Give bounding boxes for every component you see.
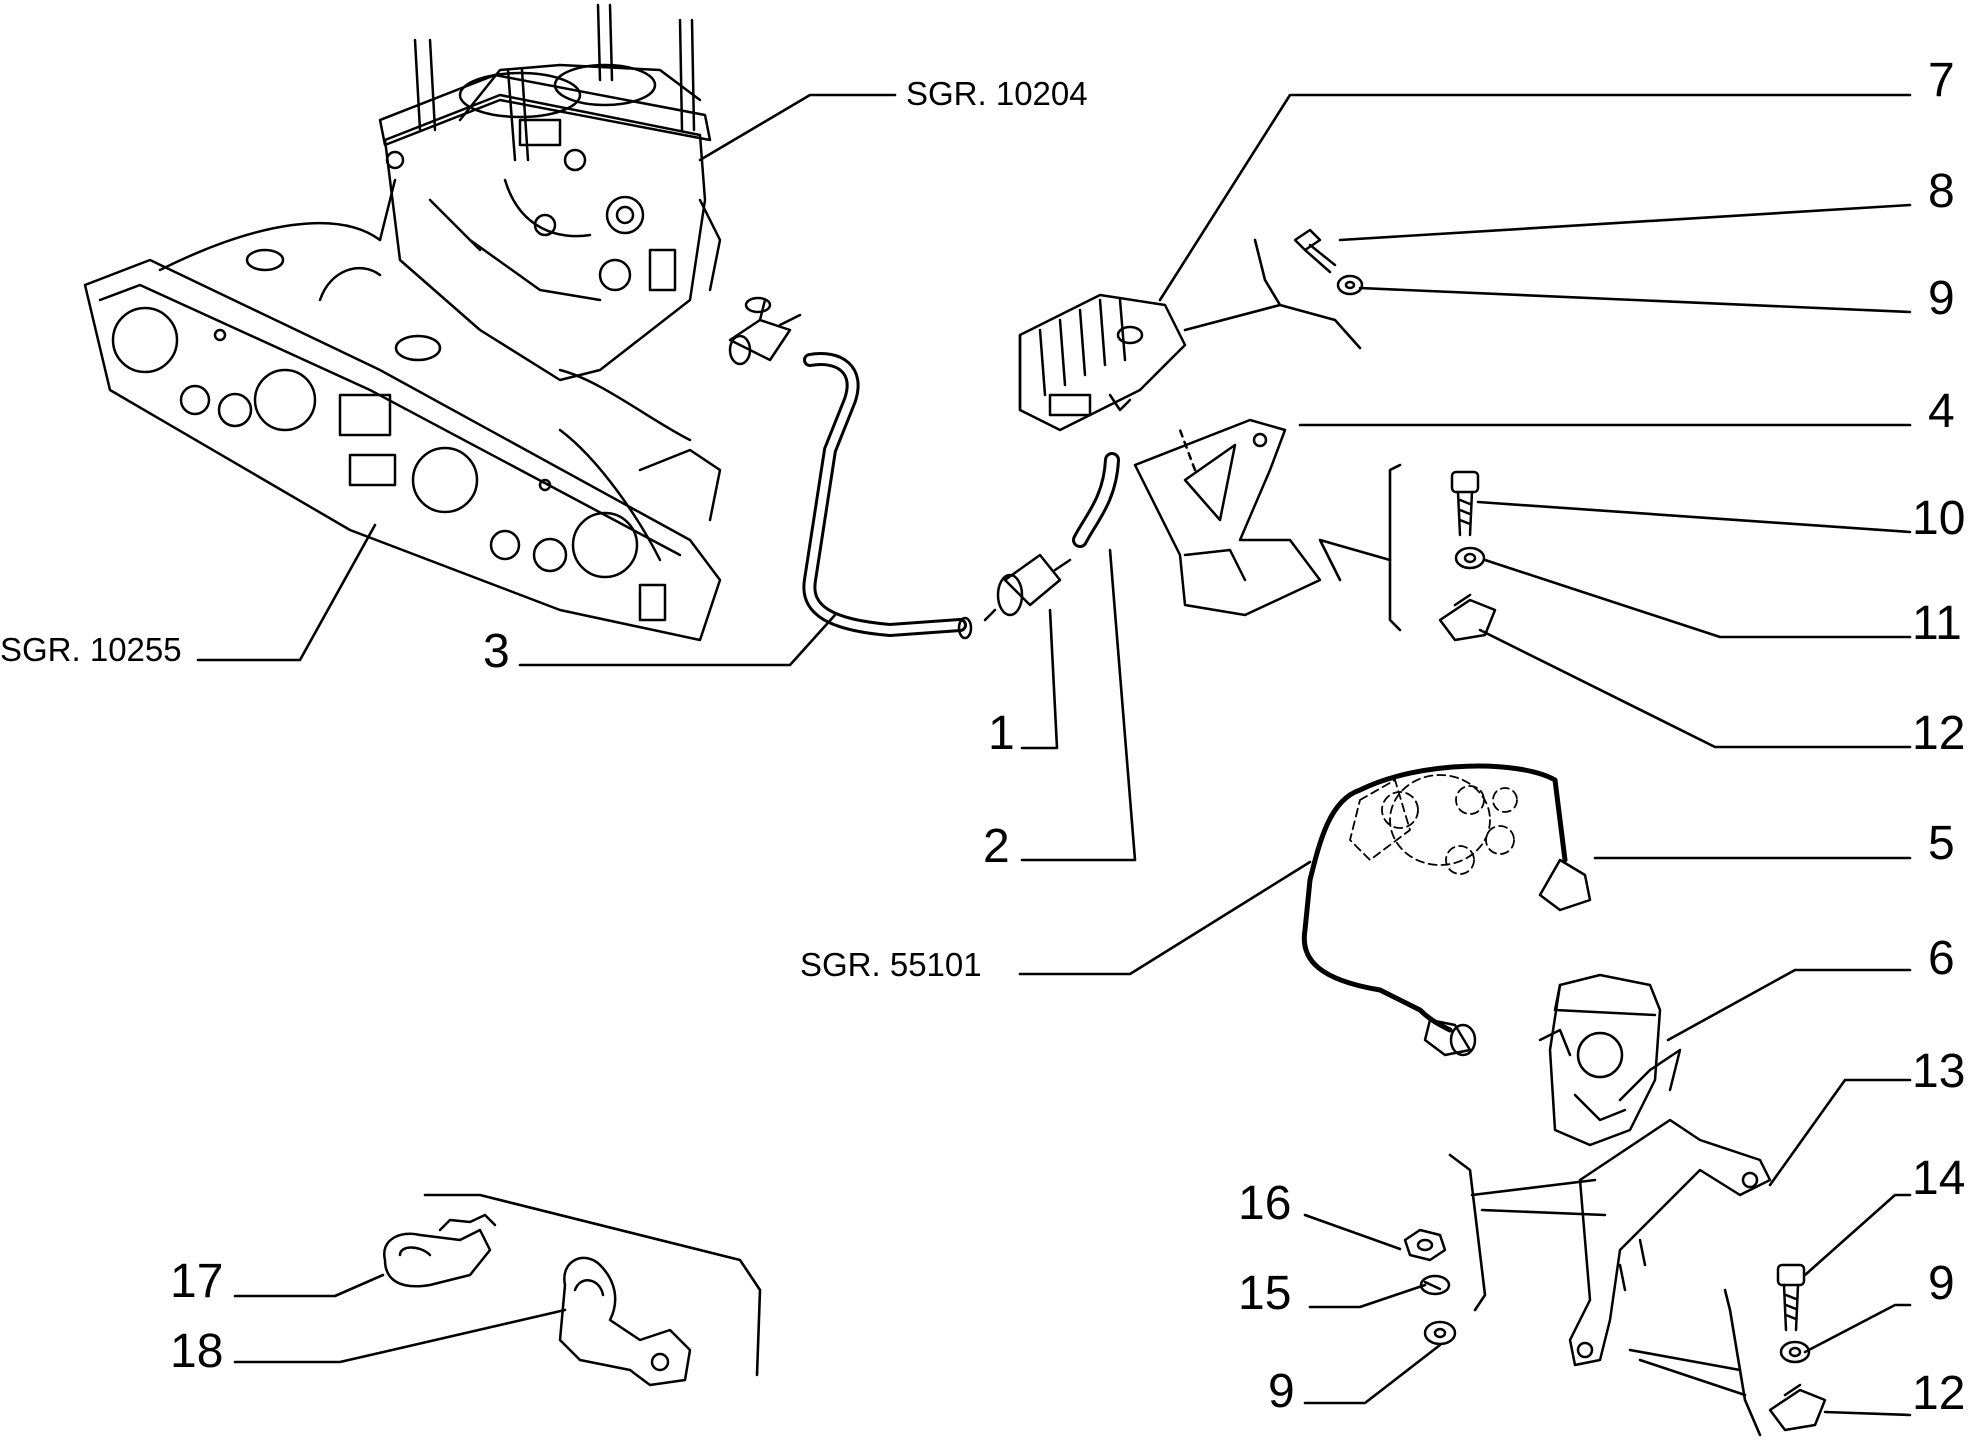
washer-9-top-drawing [1336, 274, 1364, 296]
callout-5: 5 [1928, 817, 1955, 870]
ignition-module-drawing [1018, 293, 1187, 432]
callout-12-bottom: 12 [1912, 1367, 1966, 1420]
screw-14-drawing [1776, 1263, 1806, 1332]
callout-11: 11 [1912, 597, 1962, 650]
clip-12-top-drawing [1438, 593, 1497, 642]
callout-8: 8 [1928, 165, 1955, 218]
coil-bracket-drawing [1568, 1118, 1772, 1367]
callout-6: 6 [1928, 932, 1955, 985]
callout-7: 7 [1928, 54, 1955, 107]
screw-10-drawing [1450, 470, 1480, 537]
clip-12-bottom-drawing [1768, 1383, 1827, 1432]
callout-13: 13 [1912, 1045, 1966, 1098]
callout-1: 1 [988, 707, 1015, 760]
ignition-wire-drawing [1301, 763, 1592, 1057]
screw-8-drawing [1293, 228, 1337, 274]
callout-9-right: 9 [1928, 1257, 1955, 1310]
callout-10: 10 [1912, 492, 1966, 545]
nut-16-drawing [1403, 1228, 1447, 1262]
callout-9-left: 9 [1268, 1365, 1295, 1418]
module-bracket-drawing [1133, 418, 1322, 617]
fuel-filter-drawing [983, 553, 1072, 622]
callout-12-top: 12 [1912, 707, 1966, 760]
distributor-drawing [1349, 774, 1518, 875]
callout-4: 4 [1928, 385, 1955, 438]
callout-15: 15 [1238, 1267, 1292, 1320]
hose-clip-17-drawing [383, 1213, 497, 1288]
callout-2: 2 [983, 820, 1010, 873]
washer-9-right-drawing [1779, 1340, 1811, 1364]
hose-clip-18-drawing [558, 1256, 692, 1387]
ref-sgr-10255: SGR. 10255 [0, 631, 182, 668]
t-connector-drawing [728, 296, 802, 366]
callout-9-top: 9 [1928, 272, 1955, 325]
callout-18: 18 [170, 1325, 224, 1378]
intake-manifold-drawing [83, 3, 722, 642]
ignition-coil-drawing [1538, 973, 1682, 1147]
washer-9-left-drawing [1423, 1320, 1457, 1346]
vacuum-hose-2-drawing [1072, 452, 1120, 548]
leader-lines [196, 93, 1912, 1437]
vacuum-hose-3-drawing [802, 352, 973, 640]
callout-16: 16 [1238, 1177, 1292, 1230]
ref-sgr-10204: SGR. 10204 [906, 75, 1088, 112]
callout-3: 3 [483, 625, 510, 678]
callout-17: 17 [170, 1255, 224, 1308]
callout-14: 14 [1912, 1152, 1966, 1205]
washer-11-drawing [1454, 546, 1486, 570]
ref-sgr-55101: SGR. 55101 [800, 946, 982, 983]
